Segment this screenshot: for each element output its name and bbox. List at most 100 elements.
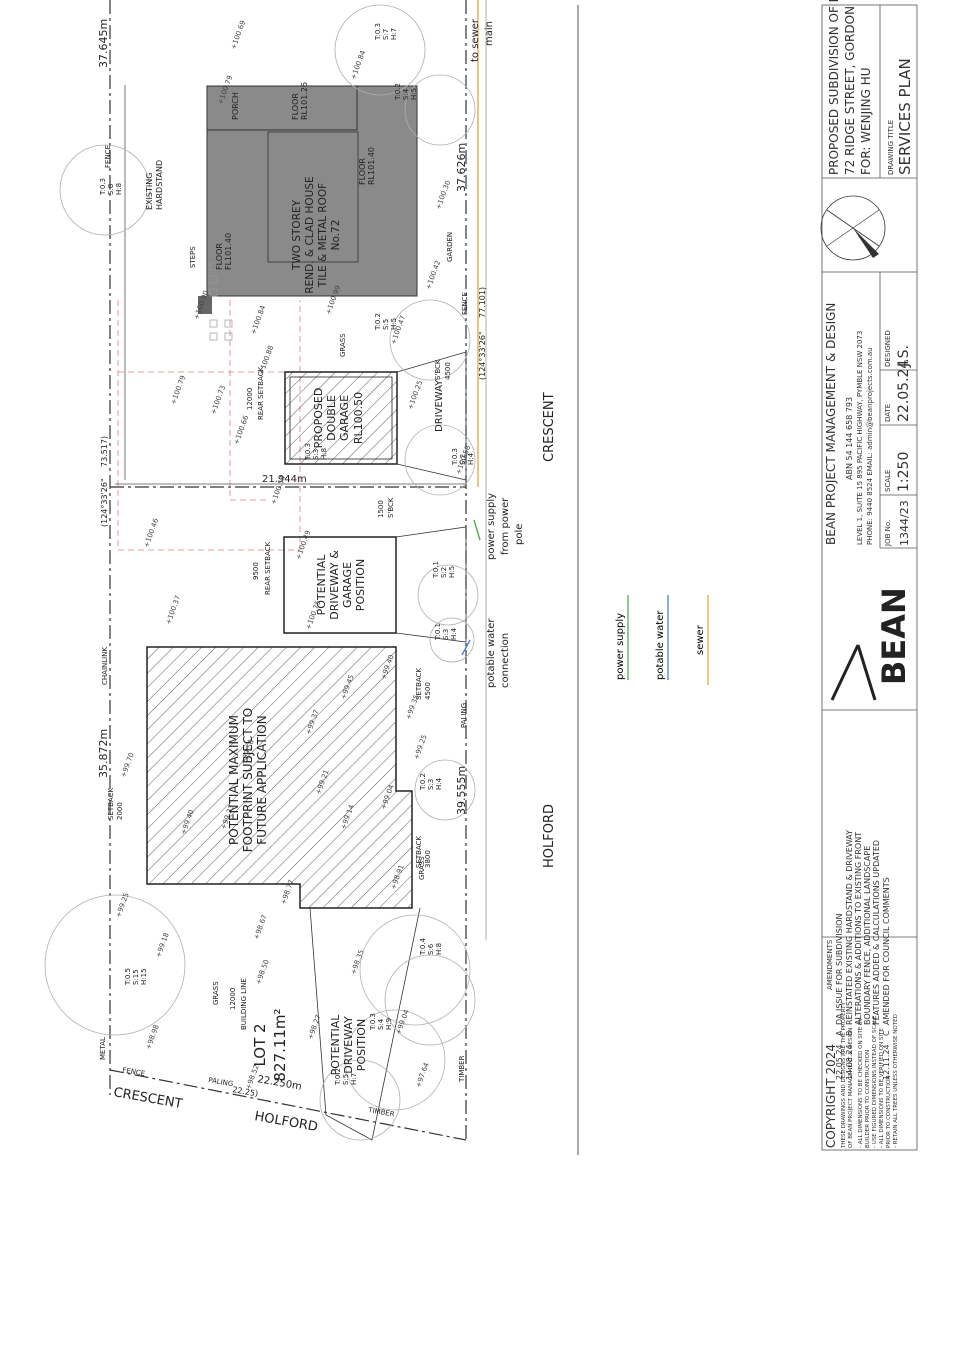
building-line-12000: 12000	[229, 988, 237, 1010]
tree-label-s: S:2	[459, 454, 467, 465]
drawing-title-label: DRAWING TITLE	[887, 120, 895, 175]
tree-label-h: H:8	[320, 448, 328, 460]
label-fence-3: FENCE	[122, 1066, 146, 1078]
spot-level: +100.73	[209, 384, 227, 415]
tree-label-t: T:0.1	[434, 623, 442, 641]
dim-bearing-2: (124°33'26"	[478, 331, 487, 380]
tree-label-h: H:5	[390, 318, 398, 330]
garage-label-line2: DOUBLE	[325, 395, 338, 441]
dim-35-872: 35.872m	[97, 729, 110, 778]
amendment-text: AMENDED FOR COUNCIL COMMENTS	[882, 877, 891, 1025]
setback-12000: 12000	[246, 388, 254, 410]
project-address: 72 RIDGE STREET, GORDON	[843, 6, 857, 175]
potential-garage-line3: GARAGE	[341, 562, 354, 608]
firm-address: LEVEL 1, SUITE 15 895 PACIFIC HIGHWAY, P…	[856, 331, 864, 545]
spot-level: +98.67	[252, 914, 268, 941]
tree-label-s: S:3	[442, 629, 450, 640]
driveway-position-line2: DRIVEWAY	[342, 1016, 355, 1074]
potential-driveway-edges	[395, 526, 467, 643]
floor2-level: RL101.40	[367, 147, 376, 185]
house-label-line3: TILE & METAL ROOF	[317, 183, 329, 288]
tree-label-t: T:0.4	[419, 937, 427, 956]
water-line	[461, 639, 471, 656]
floor3-level: FL101.40	[224, 233, 233, 270]
label-paling-1: PALING	[460, 703, 468, 728]
label-chainlink: CHAINLINK	[101, 647, 109, 685]
tree-label-t: T:0.3	[99, 178, 107, 196]
boundary-holford	[109, 1069, 467, 1141]
garage-label-line1: PROPOSED	[312, 388, 325, 449]
house-label-line4: No.72	[330, 220, 342, 251]
amendment-text: REINSTATED EXISTING HARDSTAND & DRIVEWAY	[845, 830, 854, 1025]
tree-label-s: S:4	[377, 1018, 385, 1030]
potential-footprint	[146, 646, 413, 909]
amendment-text: C	[882, 1030, 891, 1036]
job-number: 1344/23	[898, 500, 911, 546]
tree-label-h: H:4	[467, 452, 475, 465]
north-arrow-icon	[820, 195, 886, 261]
tree-label-s: S:3	[312, 449, 320, 460]
potential-garage-line2: DRIVEWAY &	[328, 550, 341, 620]
general-note: - ALL DIMENSIONS TO BE CHECKED ON SITE B…	[858, 1017, 864, 1148]
spot-level: +100.79	[169, 374, 187, 405]
steps	[198, 296, 212, 314]
street-holford-side: HOLFORD	[542, 804, 557, 868]
tree-label-h: H:5	[410, 88, 418, 100]
spot-level: +98.50	[254, 959, 270, 986]
building-line-label: BUILDING LINE	[240, 978, 248, 1030]
label-grass-3: GRASS	[212, 981, 220, 1005]
floor1-label: FLOOR	[291, 93, 300, 120]
tree-label-t: T:0.1	[432, 561, 440, 579]
tree-label-s: S:5	[342, 1074, 350, 1085]
legend-water-label: potable water	[655, 610, 666, 680]
label-grass-1: GRASS	[339, 333, 347, 357]
potential-driveway-lower	[309, 907, 421, 1141]
setback-outline	[117, 300, 301, 551]
street-holford-bottom: HOLFORD	[253, 1109, 319, 1135]
tree-label-s: S:5	[382, 319, 390, 330]
power-line	[473, 519, 481, 541]
tree-label-h: H:9	[385, 1018, 393, 1030]
stepping-stones	[209, 262, 233, 341]
potential-garage-line4: POSITION	[354, 559, 367, 611]
tree-label-h: H:7	[390, 28, 398, 40]
tree-label-s: S:3	[427, 779, 435, 790]
footprint-label-line1: POTENTIAL MAXIMUM	[227, 715, 241, 845]
general-note: PRIOR TO CONSTRUCTION	[886, 1076, 892, 1148]
spot-level: +100.66	[232, 414, 250, 446]
sewer-line1: to sewer	[470, 18, 481, 62]
tree-label-h: H:4	[435, 777, 443, 790]
bean-logo: BEAN	[830, 587, 913, 701]
house-label-line2: REND. & CLAD HOUSE	[304, 176, 316, 293]
tree-label-t: T:0.3	[369, 1013, 377, 1031]
setback-outline-2	[229, 300, 270, 501]
general-note: BUILDER PRIOR TO CONSTRUCTION	[865, 1050, 871, 1148]
amendments-label: AMENDMENTS	[826, 939, 834, 990]
date-value: 22.05.24	[896, 360, 912, 422]
general-note: - ALL DIMENSIONS TO BE VERIFIED ON SITE	[879, 1028, 885, 1148]
setback-2000: 2000	[116, 802, 124, 820]
spot-level: +99.70	[119, 752, 135, 779]
tree-label-h: H:7	[350, 1073, 358, 1085]
spot-level: +98.35	[349, 949, 365, 976]
hardstand-line2: HARDSTAND	[155, 160, 164, 210]
setback-4500: 4500	[424, 682, 432, 700]
garage-level: RL100.50	[352, 392, 365, 444]
dim-77-101: 77.101)	[478, 287, 487, 318]
tree-label-t: T:0.2	[419, 773, 427, 791]
amendment-text: 22.05.24	[835, 1044, 844, 1080]
tree-label-s: S:7	[382, 29, 390, 40]
tree-label-t: T:0.2	[394, 83, 402, 101]
label-garden: GARDEN	[446, 232, 454, 262]
setback-front2-label: SETBACK	[415, 668, 423, 700]
dim-73-517: 73.517)	[100, 436, 109, 467]
setback-3800: 3800	[424, 850, 432, 868]
